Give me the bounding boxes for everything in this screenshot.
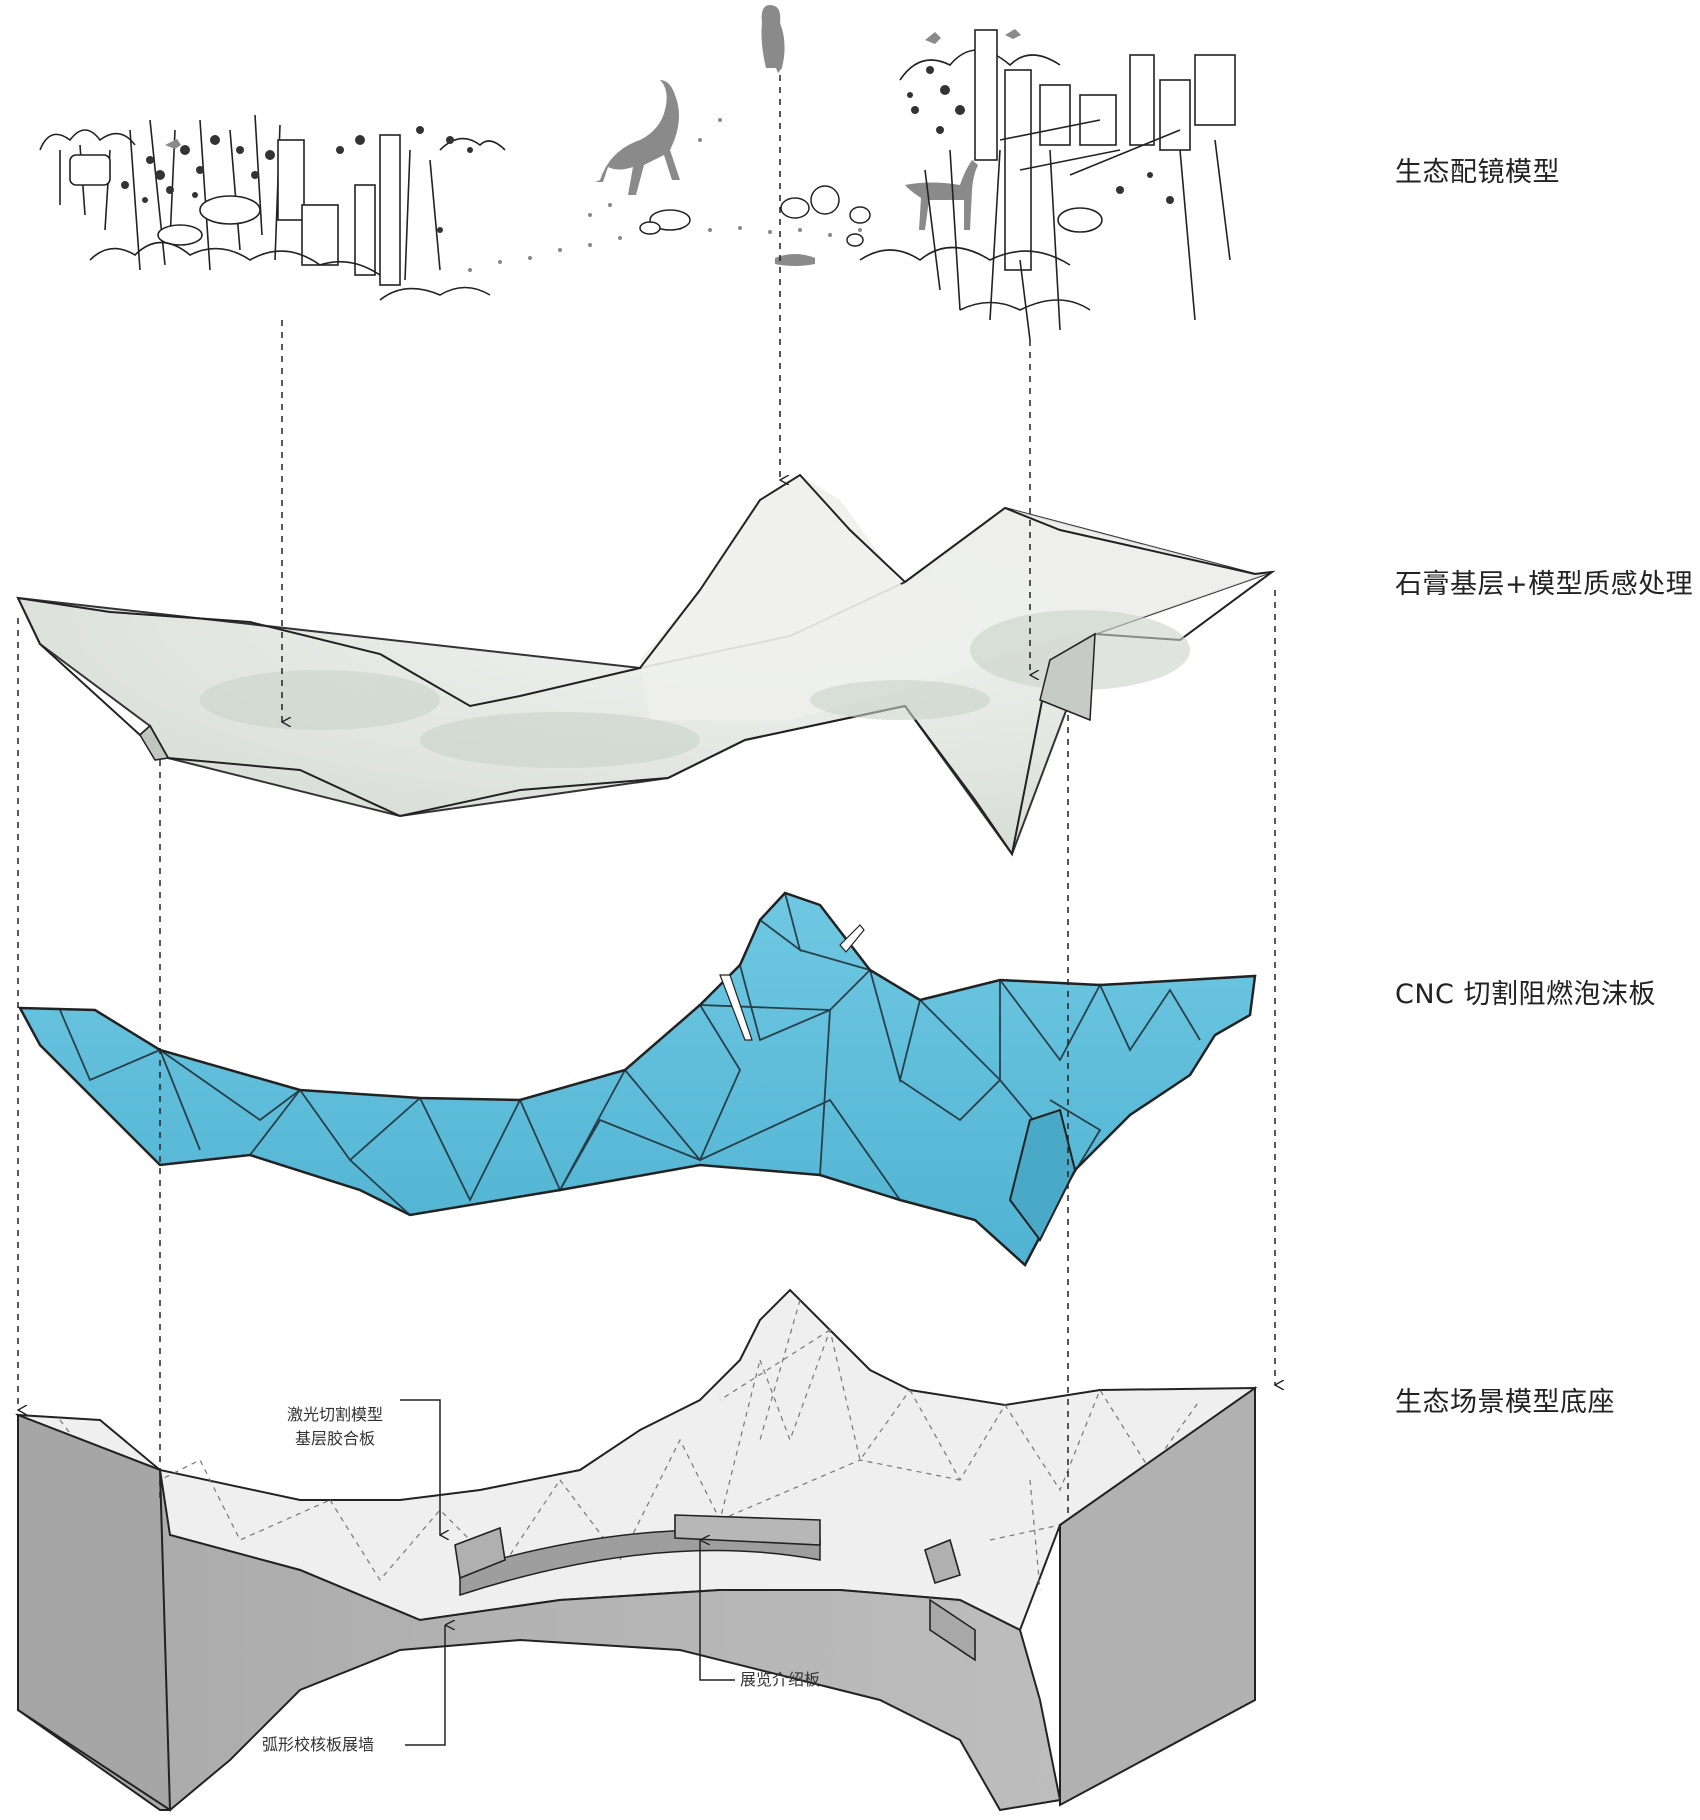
exhibit-board-left (454, 1526, 506, 1580)
exhibit-board-right-low (929, 1598, 976, 1662)
base-right-side-wall (1059, 1386, 1256, 1807)
callout-laser-line1: 激光切割模型 (286, 1405, 383, 1424)
callout-laser-plywood: 激光切割模型 基层胶合板 (270, 1403, 400, 1451)
plaster-peak (640, 475, 1272, 720)
left-foliage (121, 126, 473, 233)
callout-laser-line2: 基层胶合板 (294, 1429, 375, 1448)
base-curved-wall (459, 1529, 821, 1597)
bird-top-right (1005, 29, 1021, 39)
foam-crack-2 (839, 924, 865, 953)
callout-exhibit-board: 展览介绍板 (740, 1670, 821, 1689)
ecology-sketch-layer (39, 5, 1236, 341)
base-left-wall (17, 1413, 1062, 1812)
base-left-side-wall (17, 1413, 172, 1812)
callout-curved-wall: 弧形校核板展墙 (262, 1735, 375, 1754)
layer-label-ecology: 生态配镜模型 (1395, 157, 1560, 188)
layer-label-plaster: 石膏基层+模型质感处理 (1395, 569, 1694, 600)
deer-silhouette (905, 160, 978, 230)
foam-crack-1 (719, 974, 753, 1041)
eagle-silhouette (761, 5, 785, 73)
foam-surface (17, 891, 1257, 1268)
right-forest (859, 29, 1236, 341)
leader-exhibit-board (699, 1540, 735, 1681)
dashed-connectors (18, 75, 1275, 1520)
right-foliage (907, 66, 1174, 204)
exhibit-boards (454, 1514, 976, 1662)
small-mammal (775, 254, 815, 266)
exhibit-board-center (674, 1514, 821, 1546)
bird-right (925, 32, 941, 44)
foam-facets (59, 892, 1201, 1231)
exhibit-board-right (924, 1538, 961, 1585)
foam-right-fold (1008, 1108, 1077, 1242)
left-forest (39, 114, 506, 301)
bird-left (165, 139, 181, 149)
layer-label-base: 生态场景模型底座 (1395, 1387, 1615, 1418)
plaster-right-notch (1039, 632, 1096, 722)
leopard-silhouette (595, 80, 680, 195)
foam-layer (17, 891, 1257, 1268)
plaster-layer (16, 473, 1276, 857)
leader-curved-wall (405, 1625, 445, 1746)
leader-laser-plywood (400, 1399, 440, 1535)
trail-rocks (639, 185, 871, 247)
layer-label-foam: CNC 切割阻燃泡沫板 (1395, 979, 1656, 1010)
base-dashed-grid (59, 1299, 1201, 1591)
animal-silhouettes (165, 5, 1021, 266)
plaster-outline (16, 473, 1276, 857)
plaster-left-notch (139, 724, 170, 761)
callout-leaders (400, 1399, 735, 1746)
base-layer (15, 1288, 1258, 1812)
